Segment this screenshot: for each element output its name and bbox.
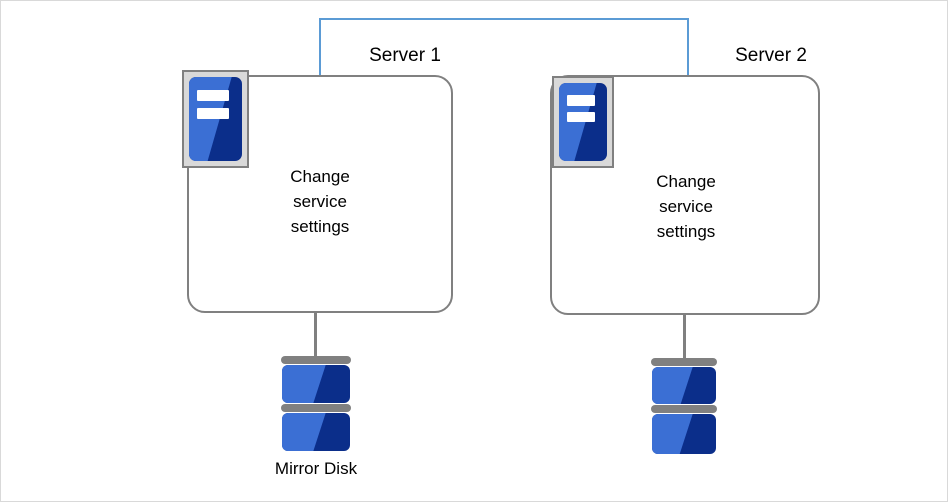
server1-body-line-3: settings — [290, 217, 350, 236]
server1-disk-platter-1 — [282, 365, 350, 403]
cluster-link-top-line — [319, 18, 689, 20]
server1-disk-plate-middle — [281, 404, 351, 412]
server1-disk-platter-2 — [282, 413, 350, 451]
server2-body-line-3: settings — [656, 222, 716, 241]
mirror-disk-label: Mirror Disk — [274, 459, 358, 478]
server-icon-slot-bottom — [197, 108, 230, 119]
server2-body-text: Change service settings — [613, 169, 759, 244]
server2-disk-plate-top — [651, 358, 717, 366]
server-icon-slot-top — [566, 95, 596, 106]
server-icon-body — [559, 83, 607, 161]
server2-body-line-1: Change — [656, 172, 716, 191]
server2-disk-connector — [683, 314, 686, 362]
server-icon-body — [189, 77, 242, 161]
server1-body-line-2: service — [293, 192, 347, 211]
disk-platter-highlight — [282, 365, 327, 403]
server1-title: Server 1 — [369, 45, 441, 66]
disk-platter-highlight — [652, 367, 694, 404]
server2-server-icon — [552, 76, 614, 168]
server-icon-slot-bottom — [566, 111, 596, 122]
server1-body-line-1: Change — [290, 167, 350, 186]
server2-disk-platter-2 — [652, 414, 716, 454]
server-icon-slot-top — [197, 90, 230, 102]
server2-body-line-2: service — [659, 197, 713, 216]
server1-server-icon — [182, 70, 249, 168]
cluster-link-right-leg — [687, 18, 689, 76]
cluster-link-left-leg — [319, 18, 321, 76]
disk-platter-highlight — [652, 414, 694, 454]
server2-disk-plate-middle — [651, 405, 717, 413]
server2-disk-platter-1 — [652, 367, 716, 404]
disk-platter-highlight — [282, 413, 327, 451]
server1-body-text: Change service settings — [247, 164, 393, 239]
server1-disk-connector — [314, 312, 317, 360]
server2-title: Server 2 — [735, 45, 807, 66]
server1-disk-plate-top — [281, 356, 351, 364]
